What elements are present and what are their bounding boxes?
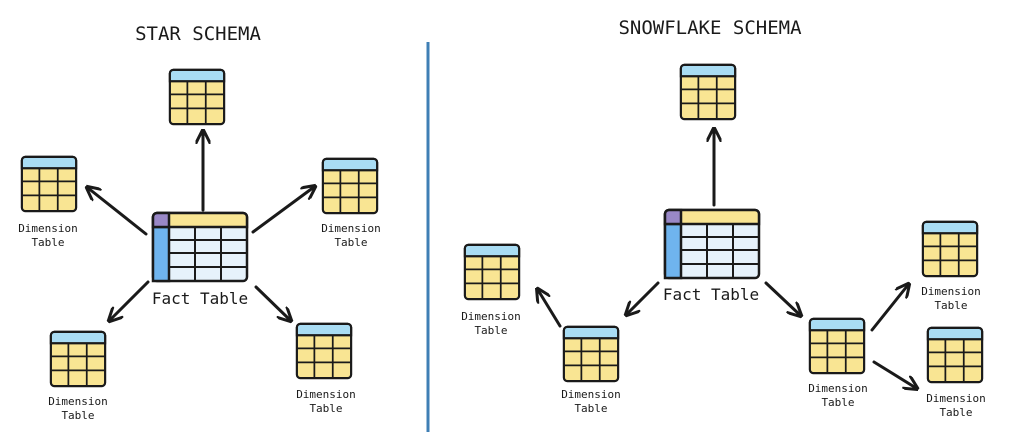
snowflake-dim-right-icon: [808, 317, 866, 375]
star-arrow-bottom-left: [110, 280, 150, 320]
snowflake-dim-left-label-2: Table: [574, 402, 607, 415]
star-dim-bottom-right-icon: [295, 322, 353, 380]
star-arrow-bottom-right: [254, 285, 290, 320]
snowflake-dim-left-icon: [562, 325, 620, 383]
snowflake-subdim-bottom-right-icon: [926, 326, 984, 384]
star-dim-top-icon: [168, 68, 226, 126]
star-dim-bottom-left-icon: [49, 330, 107, 388]
snowflake-subdim-left-icon: [463, 243, 521, 301]
star-dim-left-label-2: Table: [31, 236, 64, 249]
star-dim-left-icon: [20, 155, 78, 213]
snowflake-subdim-left-label-1: Dimension: [461, 310, 521, 323]
snowflake-schema: SNOWFLAKE SCHEMA Fact Table Dimension Ta…: [461, 17, 986, 419]
snowflake-subdim-top-right-icon: [921, 220, 979, 278]
star-dim-bottom-right-label-1: Dimension: [296, 388, 356, 401]
star-dim-bottom-right-label-2: Table: [309, 402, 342, 415]
snowflake-arrow-subdim-down: [872, 360, 916, 388]
snowflake-arrow-left: [627, 281, 660, 314]
star-dim-right-label-1: Dimension: [321, 222, 381, 235]
snowflake-dim-top-icon: [679, 63, 737, 121]
star-schema: STAR SCHEMA Fact Table Dimension Table D…: [18, 23, 381, 422]
snowflake-subdim-top-right-label-2: Table: [934, 299, 967, 312]
snowflake-fact-table-icon: [663, 208, 761, 280]
snowflake-dim-left-label-1: Dimension: [561, 388, 621, 401]
snowflake-arrow-subdim-left: [538, 290, 562, 328]
star-dim-bottom-left-label-2: Table: [61, 409, 94, 422]
star-arrow-right: [251, 187, 314, 234]
snowflake-dim-right-label-2: Table: [821, 396, 854, 409]
snowflake-subdim-bottom-right-label-1: Dimension: [926, 392, 986, 405]
snowflake-subdim-top-right-label-1: Dimension: [921, 285, 981, 298]
star-dim-right-label-2: Table: [334, 236, 367, 249]
star-fact-table-icon: [151, 211, 249, 283]
snowflake-dim-right-label-1: Dimension: [808, 382, 868, 395]
snowflake-arrow-right: [764, 281, 800, 315]
star-dim-right-icon: [321, 157, 379, 215]
star-schema-title: STAR SCHEMA: [135, 23, 261, 45]
snowflake-subdim-bottom-right-label-2: Table: [939, 406, 972, 419]
snowflake-schema-title: SNOWFLAKE SCHEMA: [618, 17, 802, 39]
star-dim-left-label-1: Dimension: [18, 222, 78, 235]
star-dim-bottom-left-label-1: Dimension: [48, 395, 108, 408]
snowflake-subdim-left-label-2: Table: [474, 324, 507, 337]
snowflake-arrow-subdim-up: [870, 285, 908, 332]
snowflake-fact-table-label: Fact Table: [663, 285, 759, 304]
star-fact-table-label: Fact Table: [152, 289, 248, 308]
star-arrow-left: [88, 188, 148, 236]
